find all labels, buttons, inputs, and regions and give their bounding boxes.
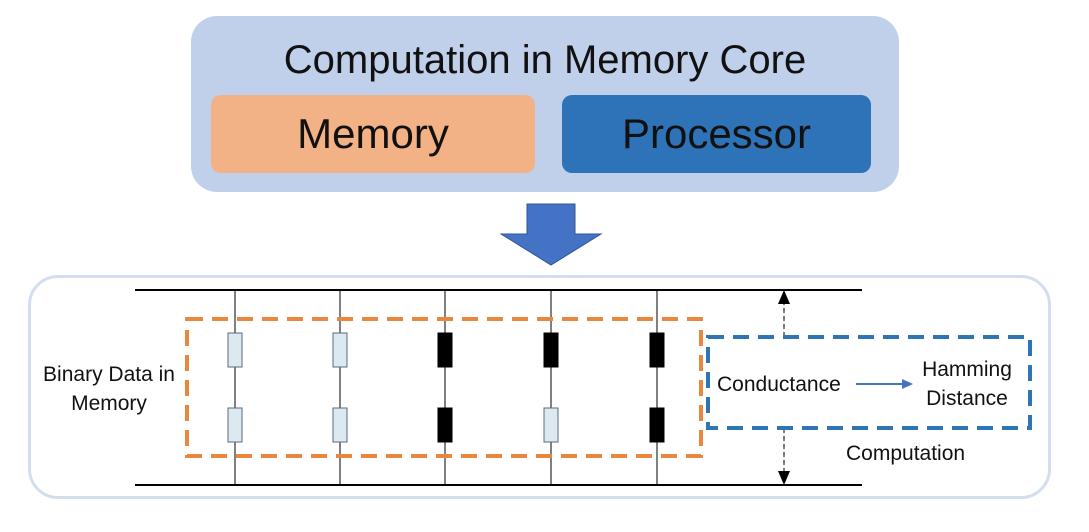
memory-cell-dark bbox=[437, 332, 453, 368]
conductance-arrow-icon bbox=[902, 379, 913, 389]
memory-cell-dark bbox=[649, 407, 665, 443]
memory-region-box bbox=[185, 317, 703, 458]
memory-cell-light bbox=[227, 332, 243, 368]
memory-cell-light bbox=[227, 407, 243, 443]
binary-data-label: Binary Data in Memory bbox=[43, 363, 175, 415]
cim-core-box: Computation in Memory Core Memory Proces… bbox=[191, 16, 899, 192]
measure-arrow-up-icon bbox=[778, 290, 790, 304]
memory-cell-dark bbox=[543, 332, 559, 368]
processor-label: Processor bbox=[621, 110, 812, 157]
computation-label: Computation bbox=[846, 442, 966, 465]
memory-cell-dark bbox=[437, 407, 453, 443]
memory-cell-light bbox=[543, 407, 559, 443]
crossbar-panel bbox=[28, 275, 1051, 499]
cim-core-title: Computation in Memory Core bbox=[283, 38, 807, 82]
memory-block: Memory bbox=[211, 95, 535, 173]
memory-label: Memory bbox=[297, 110, 449, 157]
crossbar-columns bbox=[227, 290, 665, 485]
down-arrow-icon bbox=[500, 203, 603, 266]
memory-cell-dark bbox=[649, 332, 665, 368]
measure-arrow-down-icon bbox=[778, 471, 790, 485]
hamming-distance-label: Hamming Distance bbox=[922, 358, 1012, 410]
memory-cell-light bbox=[332, 332, 348, 368]
processor-block: Processor bbox=[562, 95, 871, 173]
computation-region-box bbox=[706, 335, 1032, 430]
memory-cell-light bbox=[332, 407, 348, 443]
conductance-label: Conductance bbox=[717, 373, 841, 396]
